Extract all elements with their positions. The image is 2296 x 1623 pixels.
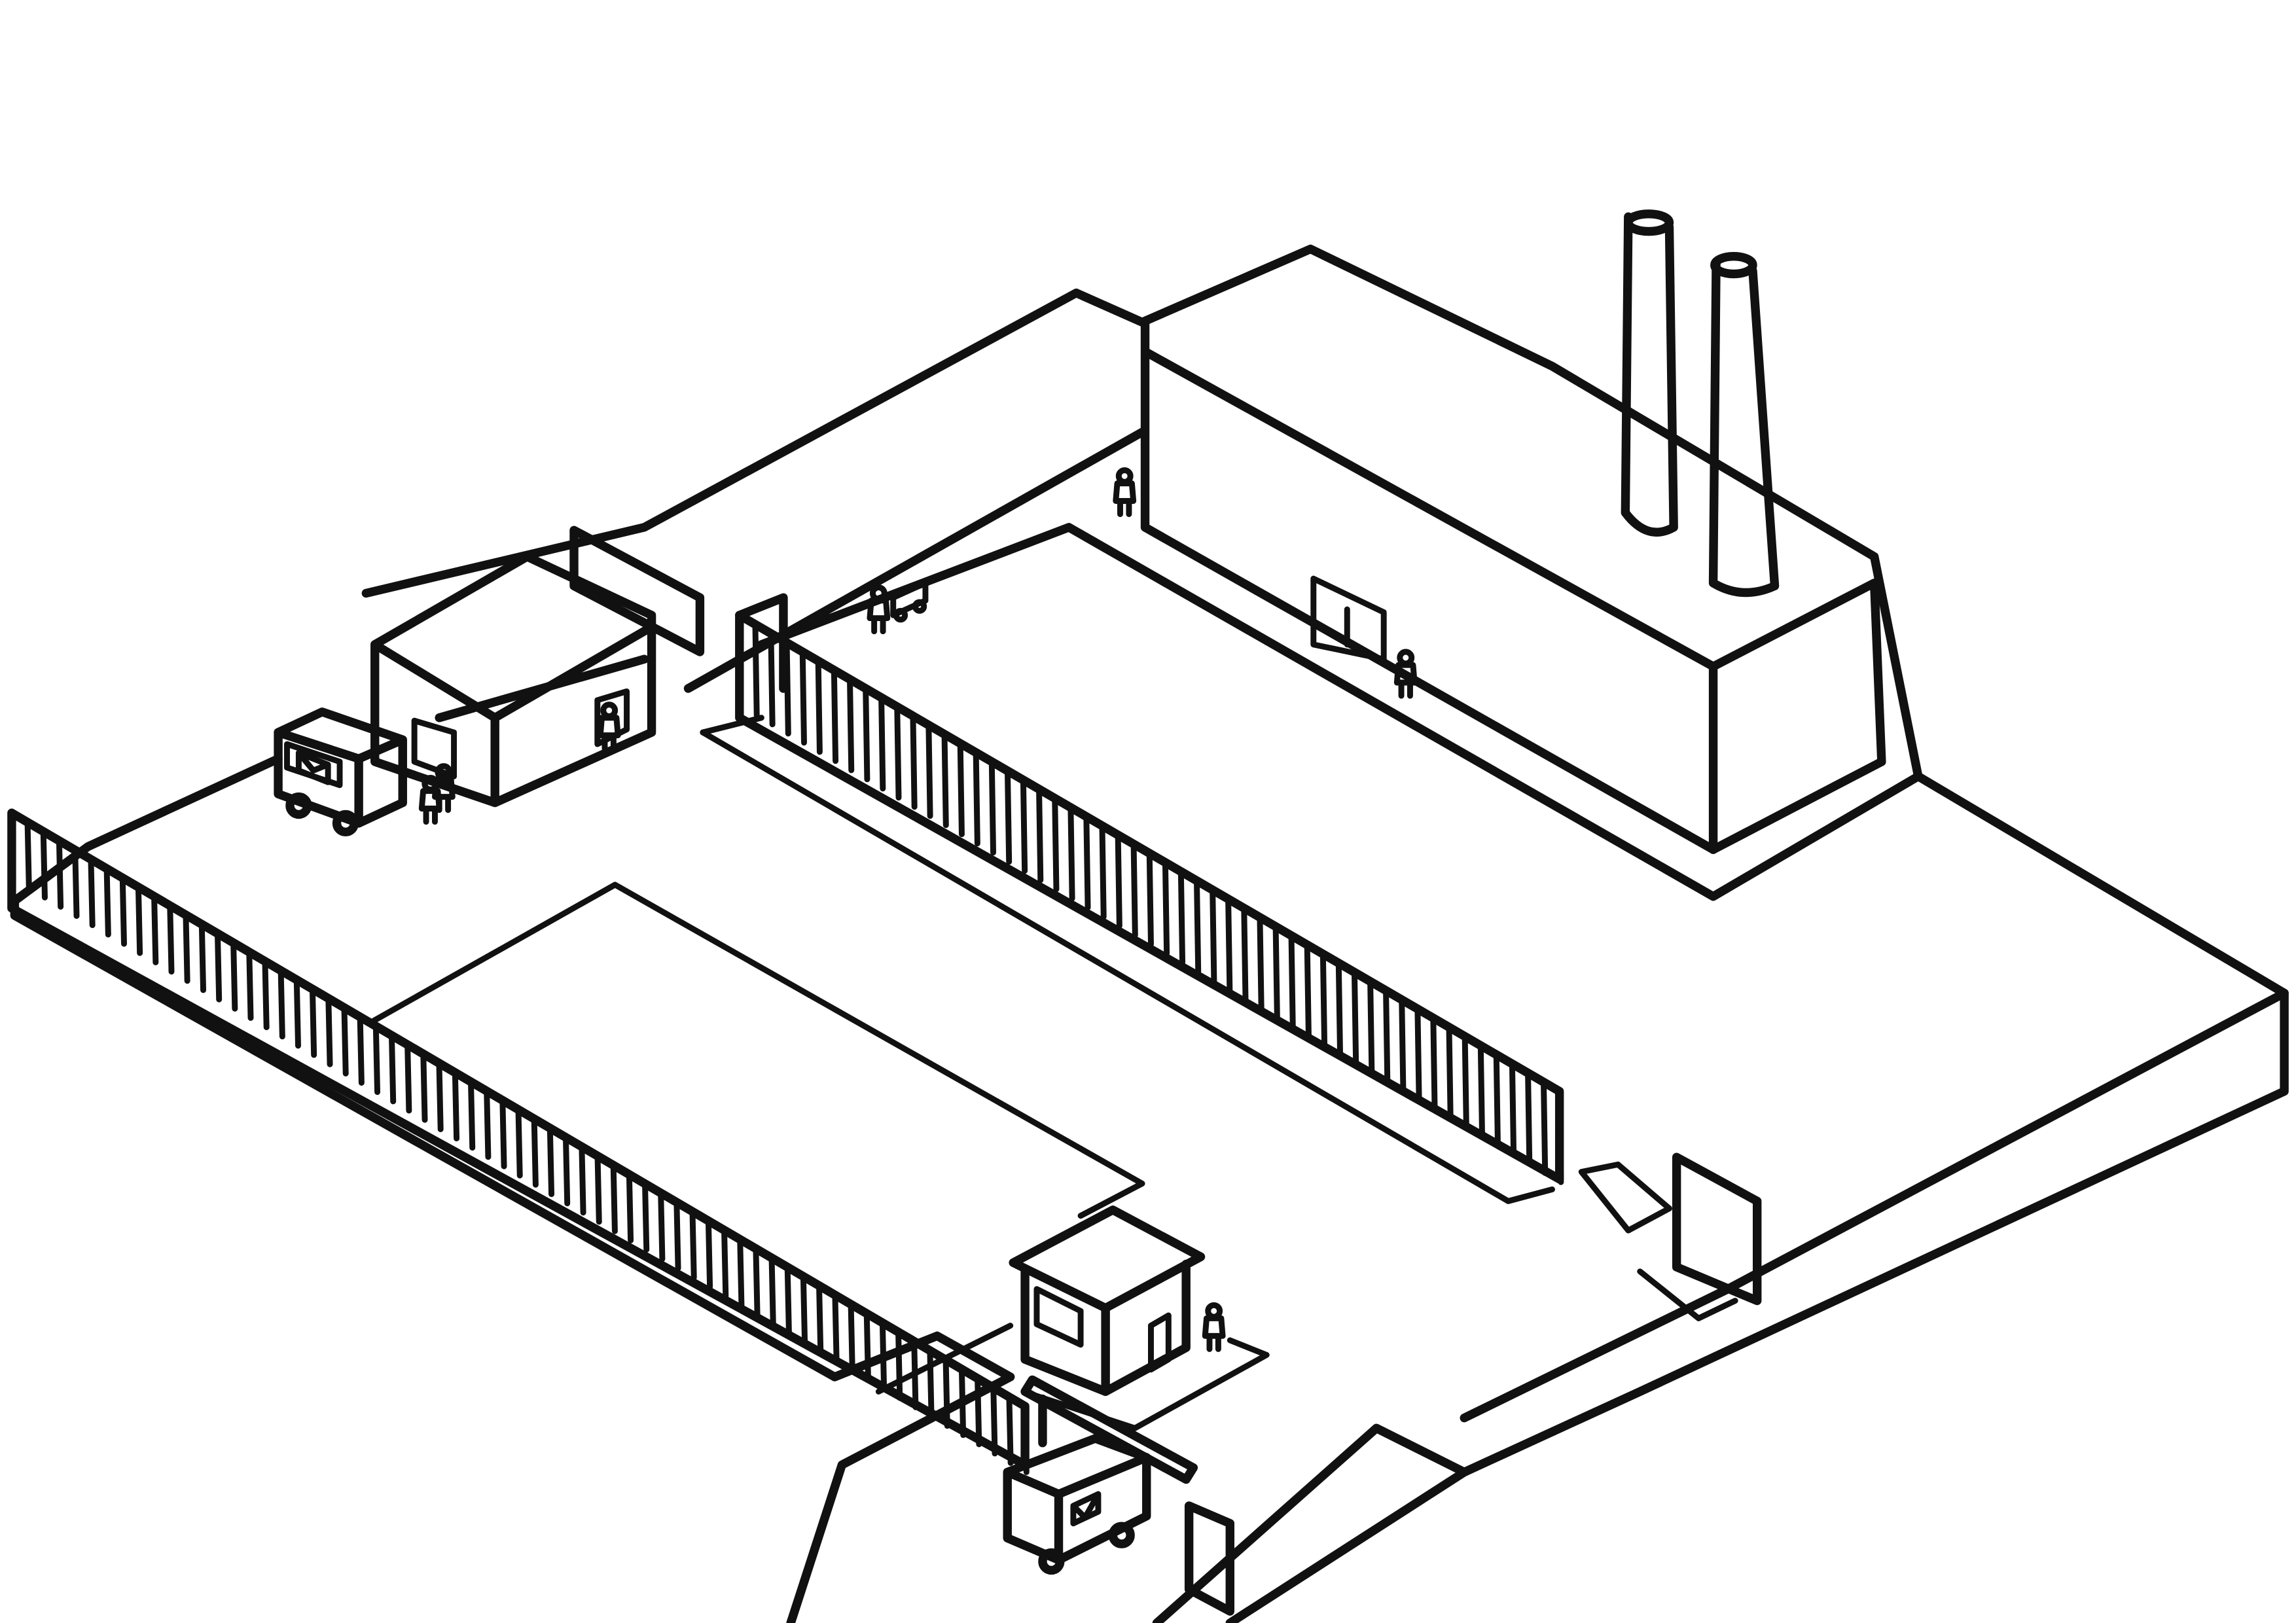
delivery-van-top xyxy=(278,712,403,832)
fence-warehouse xyxy=(569,526,788,693)
person-icon xyxy=(1116,470,1134,514)
chimney-left xyxy=(1621,209,1678,537)
fence-front-left xyxy=(7,808,1030,1475)
fence-bottom-end xyxy=(1184,1501,1234,1616)
delivery-van-bottom xyxy=(1003,1434,1151,1575)
person-icon xyxy=(1205,1305,1223,1349)
small-cart xyxy=(890,580,929,623)
person-icon xyxy=(870,588,888,632)
factory-building xyxy=(1140,317,1886,854)
fence-right-end xyxy=(1578,1152,1762,1321)
chimney-right xyxy=(1708,251,1780,597)
gate-barrier xyxy=(1020,1375,1198,1484)
gatehouse xyxy=(875,1205,1270,1431)
envelope-icon xyxy=(295,749,331,785)
road-edges xyxy=(700,715,1555,1204)
inner-lot xyxy=(370,882,1145,1219)
warehouse-left xyxy=(370,552,656,808)
fence-middle xyxy=(735,611,1564,1185)
person-icon xyxy=(600,705,618,749)
